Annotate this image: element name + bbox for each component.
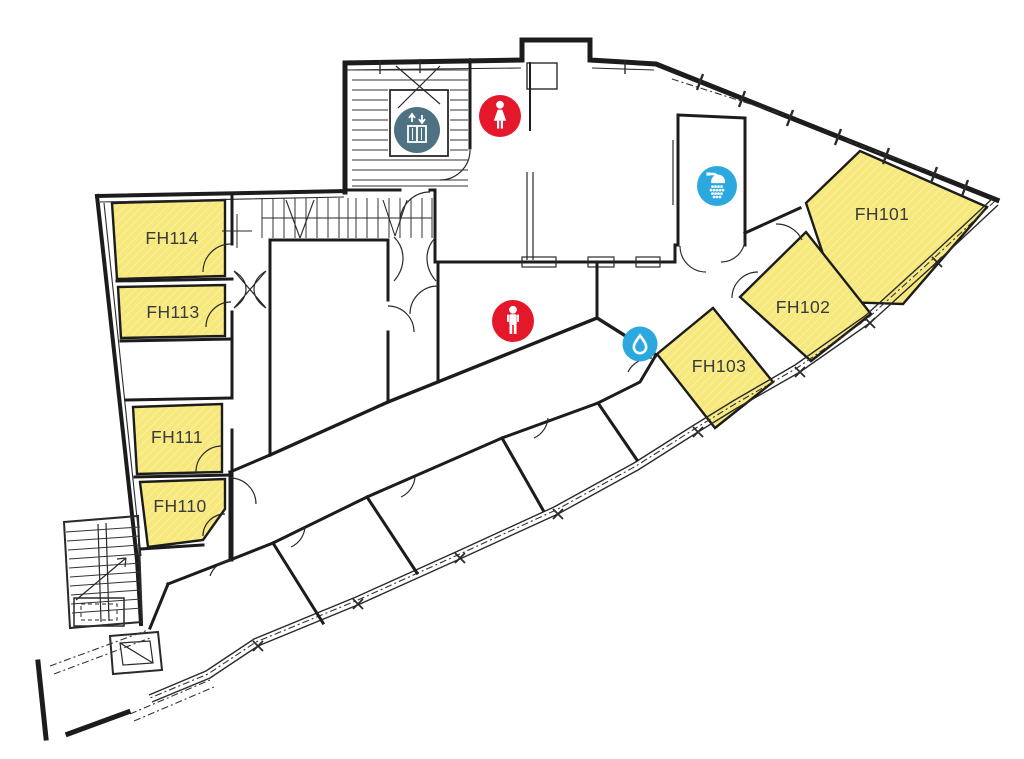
outer-walls	[35, 37, 1001, 741]
elevator-icon	[394, 107, 440, 153]
room-FH113[interactable]	[116, 283, 227, 340]
shower-icon	[697, 166, 737, 206]
women-restroom-icon	[479, 95, 521, 137]
room-label-FH103[interactable]: FH103	[692, 356, 747, 376]
room-label-FH101[interactable]: FH101	[855, 204, 910, 224]
bottom-left-annex	[49, 597, 215, 722]
room-label-FH110[interactable]: FH110	[153, 496, 206, 516]
room-FH102[interactable]	[738, 230, 873, 363]
room-labels: FH101 FH102 FH103 FH110 FH111 FH113 FH11…	[145, 204, 910, 516]
interior-walls	[115, 61, 802, 630]
corridor-stairs	[261, 198, 433, 239]
room-FH111[interactable]	[131, 402, 224, 476]
top-right-window-wall	[671, 73, 970, 197]
highlighted-rooms	[110, 149, 989, 549]
room-label-FH102[interactable]: FH102	[776, 297, 831, 317]
men-restroom-icon	[492, 300, 534, 342]
bottom-stairwell	[62, 514, 144, 630]
room-FH114[interactable]	[110, 198, 227, 281]
window-joint-marks	[252, 256, 943, 652]
room-label-FH111[interactable]: FH111	[151, 427, 203, 447]
doors	[195, 149, 803, 577]
bottom-window-facade	[148, 197, 999, 703]
water-tap-icon	[622, 326, 658, 362]
room-label-FH114[interactable]: FH114	[145, 228, 198, 248]
room-label-FH113[interactable]: FH113	[146, 302, 199, 322]
top-stairwell	[352, 65, 468, 187]
facility-icons	[394, 95, 737, 362]
